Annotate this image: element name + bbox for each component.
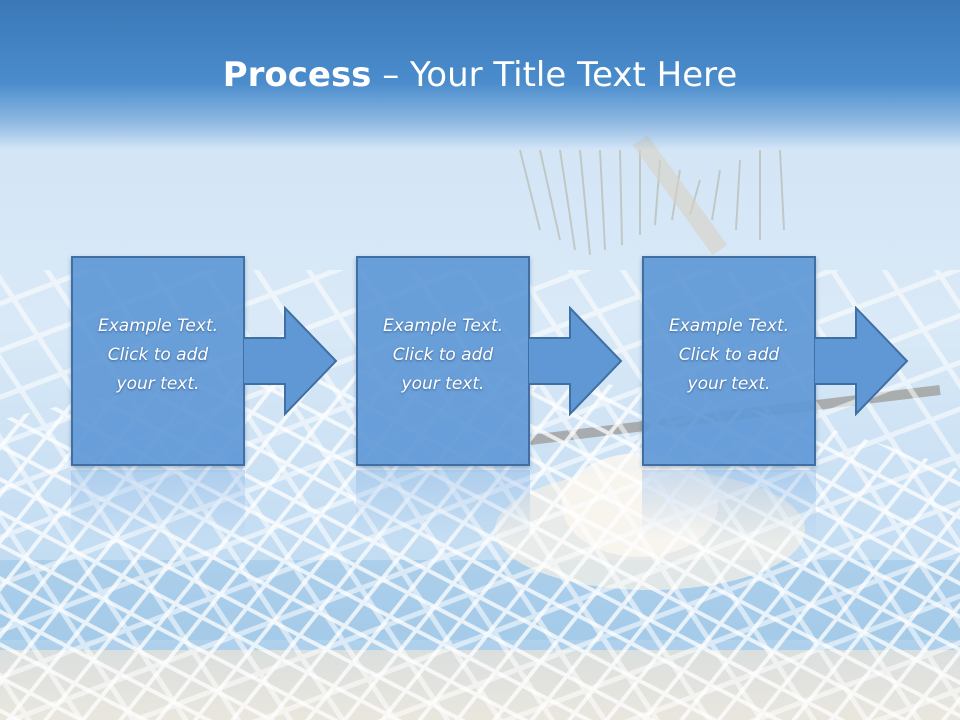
step-text-line: Click to add <box>392 345 494 365</box>
step-text-line: Example Text. <box>97 316 219 336</box>
step-reflection <box>642 470 816 540</box>
palm-tree-shape <box>519 149 785 256</box>
step-text-line: your text. <box>116 374 200 394</box>
step-text-line: Example Text. <box>668 316 790 336</box>
step-text[interactable]: Example Text. Click to add your text. <box>358 312 528 399</box>
process-step-1[interactable]: Example Text. Click to add your text. <box>71 256 245 466</box>
process-step-3[interactable]: Example Text. Click to add your text. <box>642 256 816 466</box>
step-text-line: Click to add <box>678 345 780 365</box>
step-text-line: Example Text. <box>382 316 504 336</box>
title-bold-text: Process <box>222 55 372 95</box>
slide-title: Process – Your Title Text Here <box>0 52 960 98</box>
title-band <box>0 0 960 150</box>
step-reflection <box>356 470 530 540</box>
step-reflection <box>71 470 245 540</box>
process-step-2[interactable]: Example Text. Click to add your text. <box>356 256 530 466</box>
right-arrow-icon <box>243 306 338 416</box>
step-text-line: your text. <box>401 374 485 394</box>
title-rest-text: – Your Title Text Here <box>371 55 738 95</box>
step-text[interactable]: Example Text. Click to add your text. <box>73 312 243 399</box>
step-text-line: Click to add <box>107 345 209 365</box>
right-arrow-icon <box>528 306 623 416</box>
step-text-line: your text. <box>687 374 771 394</box>
step-text[interactable]: Example Text. Click to add your text. <box>644 312 814 399</box>
right-arrow-icon <box>814 306 909 416</box>
